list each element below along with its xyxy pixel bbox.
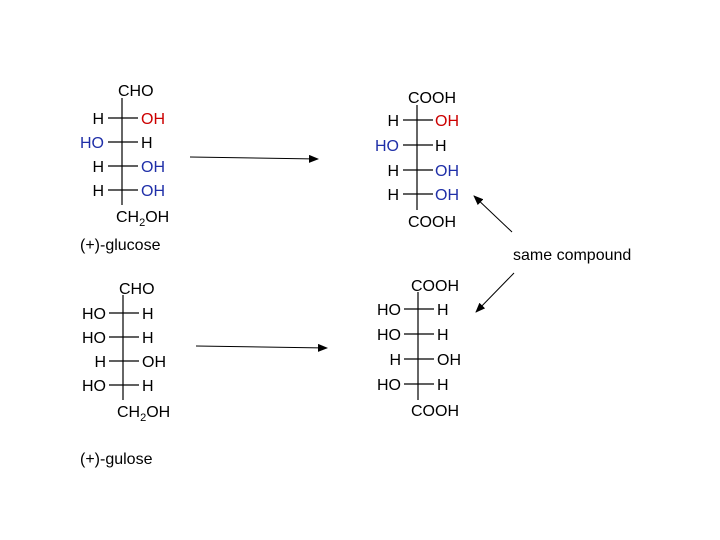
glucaric-row1-right: OH — [435, 113, 459, 130]
gulose-acid-top-group: COOH — [411, 278, 459, 295]
glucaric-bottom-group: COOH — [408, 214, 456, 231]
gulose-acid-row3-left: H — [389, 352, 401, 369]
same-compound-arrow-up — [473, 195, 513, 233]
gulose-acid-row3-right: OH — [437, 352, 461, 369]
gulose-fischer-projection: CHO HO H HO H H OH HO H CH2OH (+)-gulose — [80, 281, 170, 468]
gulose-acid-fischer-projection: COOH HO H HO H H OH HO H COOH — [377, 278, 461, 420]
glucaric-acid-fischer-projection: COOH H OH HO H H OH H OH COOH — [375, 90, 459, 231]
glucose-fischer-projection: CHO H OH HO H H OH H OH CH2OH (+)-glucos… — [80, 83, 169, 254]
glucose-row3-left: H — [92, 159, 104, 176]
gulose-row2-left: HO — [82, 330, 106, 347]
gulose-row4-right: H — [142, 378, 154, 395]
glucose-row1-right: OH — [141, 111, 165, 128]
gulose-name-label: (+)-gulose — [80, 451, 153, 468]
gulose-acid-row4-right: H — [437, 377, 449, 394]
glucose-top-group: CHO — [118, 83, 154, 100]
gulose-acid-row1-left: HO — [377, 302, 401, 319]
glucose-name-label: (+)-glucose — [80, 237, 161, 254]
gulose-acid-row2-left: HO — [377, 327, 401, 344]
gulose-row1-right: H — [142, 306, 154, 323]
gulose-row1-left: HO — [82, 306, 106, 323]
glucaric-row3-left: H — [387, 163, 399, 180]
gulose-bottom-group: CH2OH — [117, 404, 170, 424]
glucose-row4-right: OH — [141, 183, 165, 200]
gulose-acid-row2-right: H — [437, 327, 449, 344]
oxidation-arrow-top — [189, 154, 319, 163]
glucaric-row2-left: HO — [375, 138, 399, 155]
glucaric-row2-right: H — [435, 138, 447, 155]
gulose-acid-row1-right: H — [437, 302, 449, 319]
glucaric-row4-right: OH — [435, 187, 459, 204]
glucaric-top-group: COOH — [408, 90, 456, 107]
gulose-row3-left: H — [94, 354, 106, 371]
gulose-row4-left: HO — [82, 378, 106, 395]
glucaric-row3-right: OH — [435, 163, 459, 180]
gulose-top-group: CHO — [119, 281, 155, 298]
glucaric-row1-left: H — [387, 113, 399, 130]
glucose-bottom-group: CH2OH — [116, 209, 169, 229]
oxidation-arrow-bottom — [195, 343, 328, 352]
glucose-row2-left: HO — [80, 135, 104, 152]
gulose-acid-row4-left: HO — [377, 377, 401, 394]
same-compound-label: same compound — [513, 247, 631, 264]
glucose-row4-left: H — [92, 183, 104, 200]
glucaric-row4-left: H — [387, 187, 399, 204]
gulose-row2-right: H — [142, 330, 154, 347]
gulose-row3-right: OH — [142, 354, 166, 371]
glucose-row3-right: OH — [141, 159, 165, 176]
gulose-acid-bottom-group: COOH — [411, 403, 459, 420]
same-compound-arrow-down — [475, 272, 515, 313]
glucose-row2-right: H — [141, 135, 153, 152]
glucose-row1-left: H — [92, 111, 104, 128]
